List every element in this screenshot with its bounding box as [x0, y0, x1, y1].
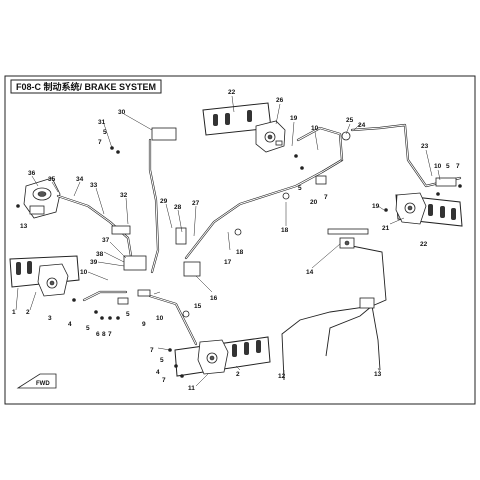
callout-10: 10 — [80, 269, 88, 276]
leader-lines — [15, 95, 441, 387]
diagram-title: F08-C 制动系统/ BRAKE SYSTEM — [16, 81, 156, 92]
diagram-frame — [4, 75, 476, 405]
callout-14: 14 — [306, 269, 314, 276]
callout-32: 32 — [120, 192, 128, 199]
callout-18: 18 — [281, 227, 289, 234]
callout-2: 2 — [26, 309, 30, 316]
callout-23: 23 — [421, 143, 429, 150]
callout-15: 15 — [194, 303, 202, 310]
bolts — [16, 146, 462, 378]
callout-22: 22 — [420, 241, 428, 248]
callout-19: 19 — [372, 203, 380, 210]
callout-21: 21 — [382, 225, 390, 232]
callout-35: 35 — [48, 176, 56, 183]
callout-5: 5 — [103, 129, 107, 136]
callout-6: 6 — [96, 331, 100, 338]
callout-37: 37 — [102, 237, 110, 244]
brake-fluid-reservoir — [23, 177, 61, 219]
rear-right-caliper — [395, 192, 427, 225]
rear-left-caliper — [197, 339, 229, 375]
callout-7: 7 — [162, 377, 166, 384]
callout-29: 29 — [160, 198, 168, 205]
parking-brake-lever — [327, 228, 369, 249]
callout-28: 28 — [174, 204, 182, 211]
callout-9: 9 — [142, 321, 146, 328]
callout-39: 39 — [90, 259, 98, 266]
parking-brake-cable — [281, 245, 387, 381]
callout-16: 16 — [210, 295, 218, 302]
callout-5: 5 — [298, 185, 302, 192]
callout-7: 7 — [108, 331, 112, 338]
callout-2: 2 — [236, 371, 240, 378]
callout-5: 5 — [126, 311, 130, 318]
callout-10: 10 — [156, 315, 164, 322]
callout-25: 25 — [346, 117, 354, 124]
callout-4: 4 — [156, 369, 160, 376]
callout-34: 34 — [76, 176, 84, 183]
callout-7: 7 — [324, 194, 328, 201]
callout-24: 24 — [358, 122, 366, 129]
callout-36: 36 — [28, 170, 36, 177]
callout-33: 33 — [90, 182, 98, 189]
callout-18: 18 — [236, 249, 244, 256]
callout-38: 38 — [96, 251, 104, 258]
fwd-arrow-icon: FWD — [16, 373, 57, 389]
callout-8: 8 — [102, 331, 106, 338]
callout-11: 11 — [188, 385, 195, 392]
front-left-caliper — [37, 263, 69, 297]
callouts: 22 26 19 10 25 24 23 10 5 7 30 31 5 7 36… — [12, 89, 460, 392]
callout-31: 31 — [98, 119, 106, 126]
brake-lines — [56, 123, 462, 346]
callout-22: 22 — [228, 89, 236, 96]
fittings — [111, 127, 457, 318]
callout-20: 20 — [310, 199, 318, 206]
callout-7: 7 — [456, 163, 460, 170]
callout-17: 17 — [224, 259, 232, 266]
callout-7: 7 — [98, 139, 102, 146]
callout-5: 5 — [160, 357, 164, 364]
callout-5: 5 — [446, 163, 450, 170]
callout-19: 19 — [290, 115, 298, 122]
callout-5: 5 — [86, 325, 90, 332]
callout-13: 13 — [20, 223, 28, 230]
callout-26: 26 — [276, 97, 284, 104]
callout-10: 10 — [434, 163, 442, 170]
callout-30: 30 — [118, 109, 126, 116]
callout-4: 4 — [68, 321, 72, 328]
callout-10: 10 — [311, 125, 319, 132]
title-box — [10, 79, 162, 94]
callout-12: 12 — [278, 373, 286, 380]
callout-13: 13 — [374, 371, 382, 378]
callout-7: 7 — [150, 347, 154, 354]
callout-1: 1 — [12, 309, 16, 316]
front-right-caliper — [255, 120, 286, 153]
fwd-label: FWD — [36, 381, 50, 387]
callout-3: 3 — [48, 315, 52, 322]
callout-27: 27 — [192, 200, 200, 207]
